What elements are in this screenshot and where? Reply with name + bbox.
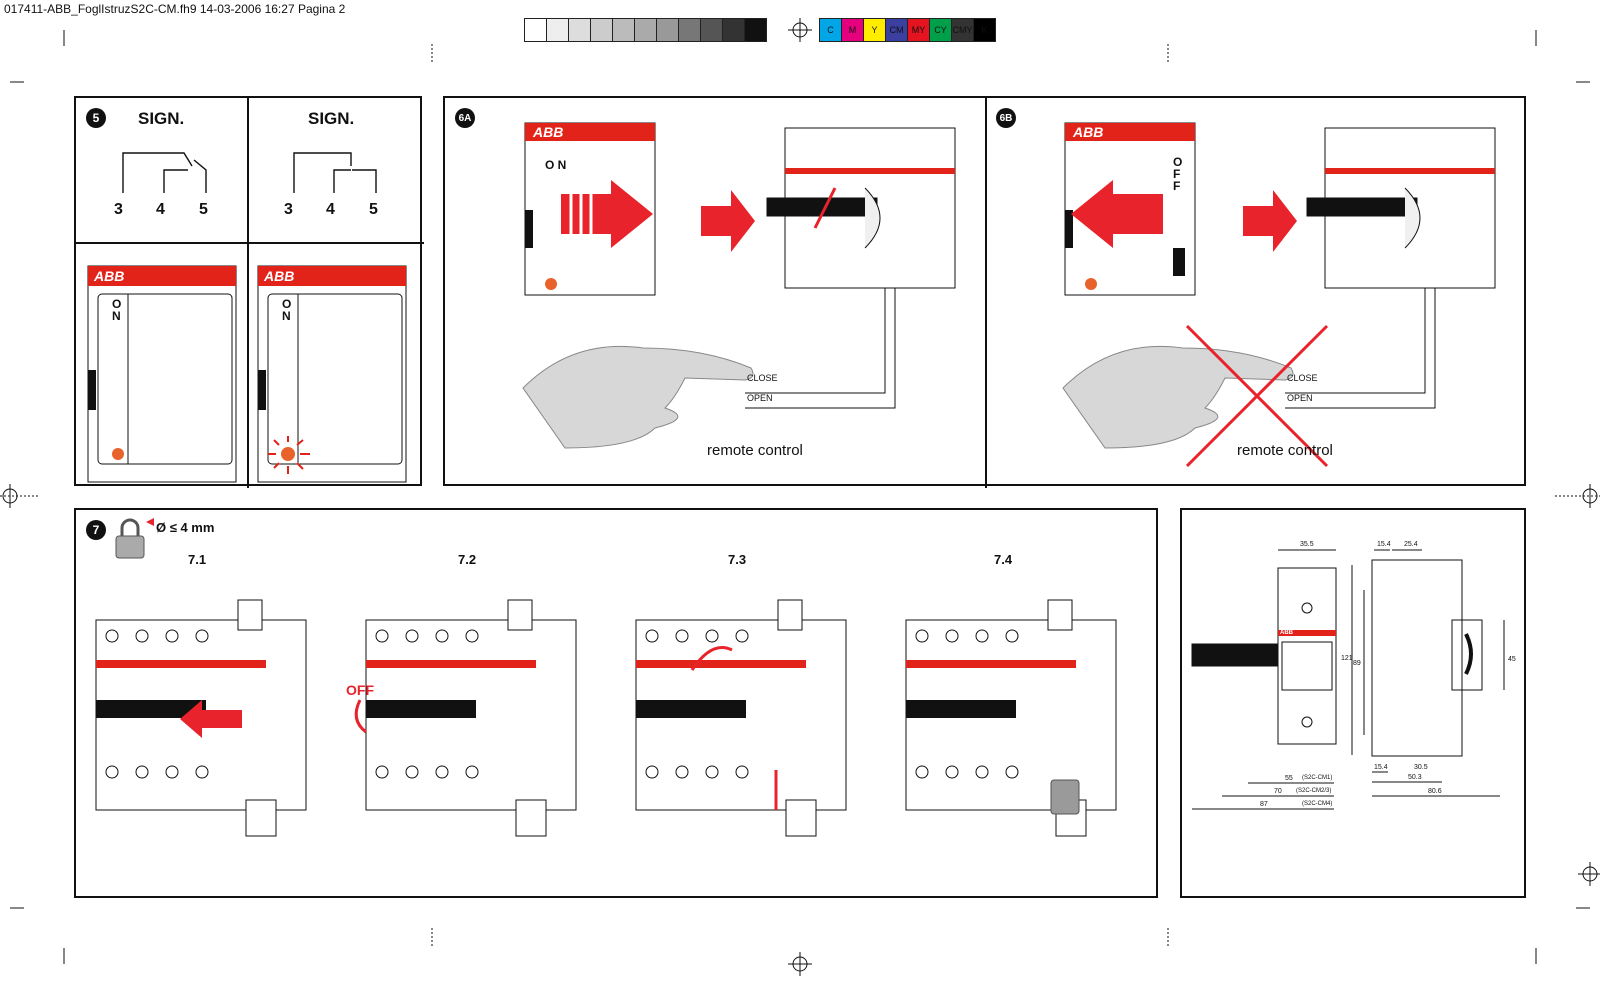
substep-label: 7.4 <box>994 552 1013 567</box>
remote-control-caption: remote control <box>1237 442 1333 459</box>
color-swatch: MY <box>907 18 930 42</box>
dim-35-5: 35.5 <box>1300 541 1314 548</box>
close-contact-label: CLOSE <box>1287 373 1318 383</box>
terminal-3-left: 3 <box>114 201 123 218</box>
dim-55: 55 <box>1285 775 1293 782</box>
terminal-5-right: 5 <box>369 201 378 218</box>
terminal-5-left: 5 <box>199 201 208 218</box>
step-number-badge: 6B <box>996 108 1016 128</box>
substep-label: 7.3 <box>728 552 747 567</box>
grayscale-calibration-bar <box>524 18 767 42</box>
color-swatch: C <box>819 18 842 42</box>
dim-15-4: 15.4 <box>1377 541 1391 548</box>
abb-logo: ABB <box>94 268 125 284</box>
remote-control-caption: remote control <box>707 442 803 459</box>
on-indicator-label: O N <box>112 297 122 323</box>
step7-panel: 7 Ø ≤ 4 mm 7.1 7.2 7.3 7.4 OFF <box>74 508 1158 898</box>
on-indicator-label: O N <box>545 158 567 172</box>
off-direction-label: OFF <box>346 682 374 698</box>
dim-30-5: 30.5 <box>1414 764 1428 771</box>
abb-logo: ABB <box>264 268 295 284</box>
step-number-badge: 5 <box>86 108 106 128</box>
dim-87: 87 <box>1260 801 1268 808</box>
dim-15-4-bottom: 15.4 <box>1374 764 1388 771</box>
variant-label: (S2C-CM2/3) <box>1296 788 1332 794</box>
signal-title-left: SIGN. <box>138 109 185 128</box>
terminal-4-left: 4 <box>156 201 165 218</box>
off-indicator-label: O F F <box>1173 155 1183 193</box>
substep-label: 7.2 <box>458 552 477 567</box>
dim-89: 89 <box>1353 660 1361 667</box>
padlock-shackle-spec: Ø ≤ 4 mm <box>156 520 215 535</box>
signal-title-right: SIGN. <box>308 109 355 128</box>
dim-70: 70 <box>1274 788 1282 795</box>
dim-25-4: 25.4 <box>1404 541 1418 548</box>
dim-121: 121 <box>1341 655 1353 662</box>
open-contact-label: OPEN <box>1287 393 1313 403</box>
dimensions-panel: 35.5 15.4 25.4 121 89 45 55 70 87 15.4 3… <box>1180 508 1526 898</box>
open-contact-label: OPEN <box>747 393 773 403</box>
on-indicator-label: O N <box>282 297 292 323</box>
step-number-badge: 7 <box>86 520 106 540</box>
variant-label: (S2C-CM4) <box>1302 801 1333 807</box>
substep-label: 7.1 <box>188 552 207 567</box>
abb-logo: ABB <box>1073 124 1104 140</box>
terminal-3-right: 3 <box>284 201 293 218</box>
dim-50-3: 50.3 <box>1408 774 1422 781</box>
step6-panel: 6A ABB O N CLOSE OPEN remote control 6B … <box>443 96 1526 488</box>
dim-80-6: 80.6 <box>1428 788 1442 795</box>
dim-45: 45 <box>1508 656 1516 663</box>
step5-panel: 5 SIGN. SIGN. 3 4 5 3 4 5 ABB ABB O N O … <box>74 96 424 488</box>
step-number-badge: 6A <box>455 108 475 128</box>
abb-logo: ABB <box>1280 630 1293 636</box>
variant-label: (S2C-CM1) <box>1302 775 1333 781</box>
abb-logo: ABB <box>533 124 564 140</box>
terminal-4-right: 4 <box>326 201 335 218</box>
color-swatch: K <box>973 18 996 42</box>
close-contact-label: CLOSE <box>747 373 778 383</box>
gray-swatch <box>744 18 767 42</box>
print-file-info: 017411-ABB_FoglIstruzS2C-CM.fh9 14-03-20… <box>4 2 346 16</box>
